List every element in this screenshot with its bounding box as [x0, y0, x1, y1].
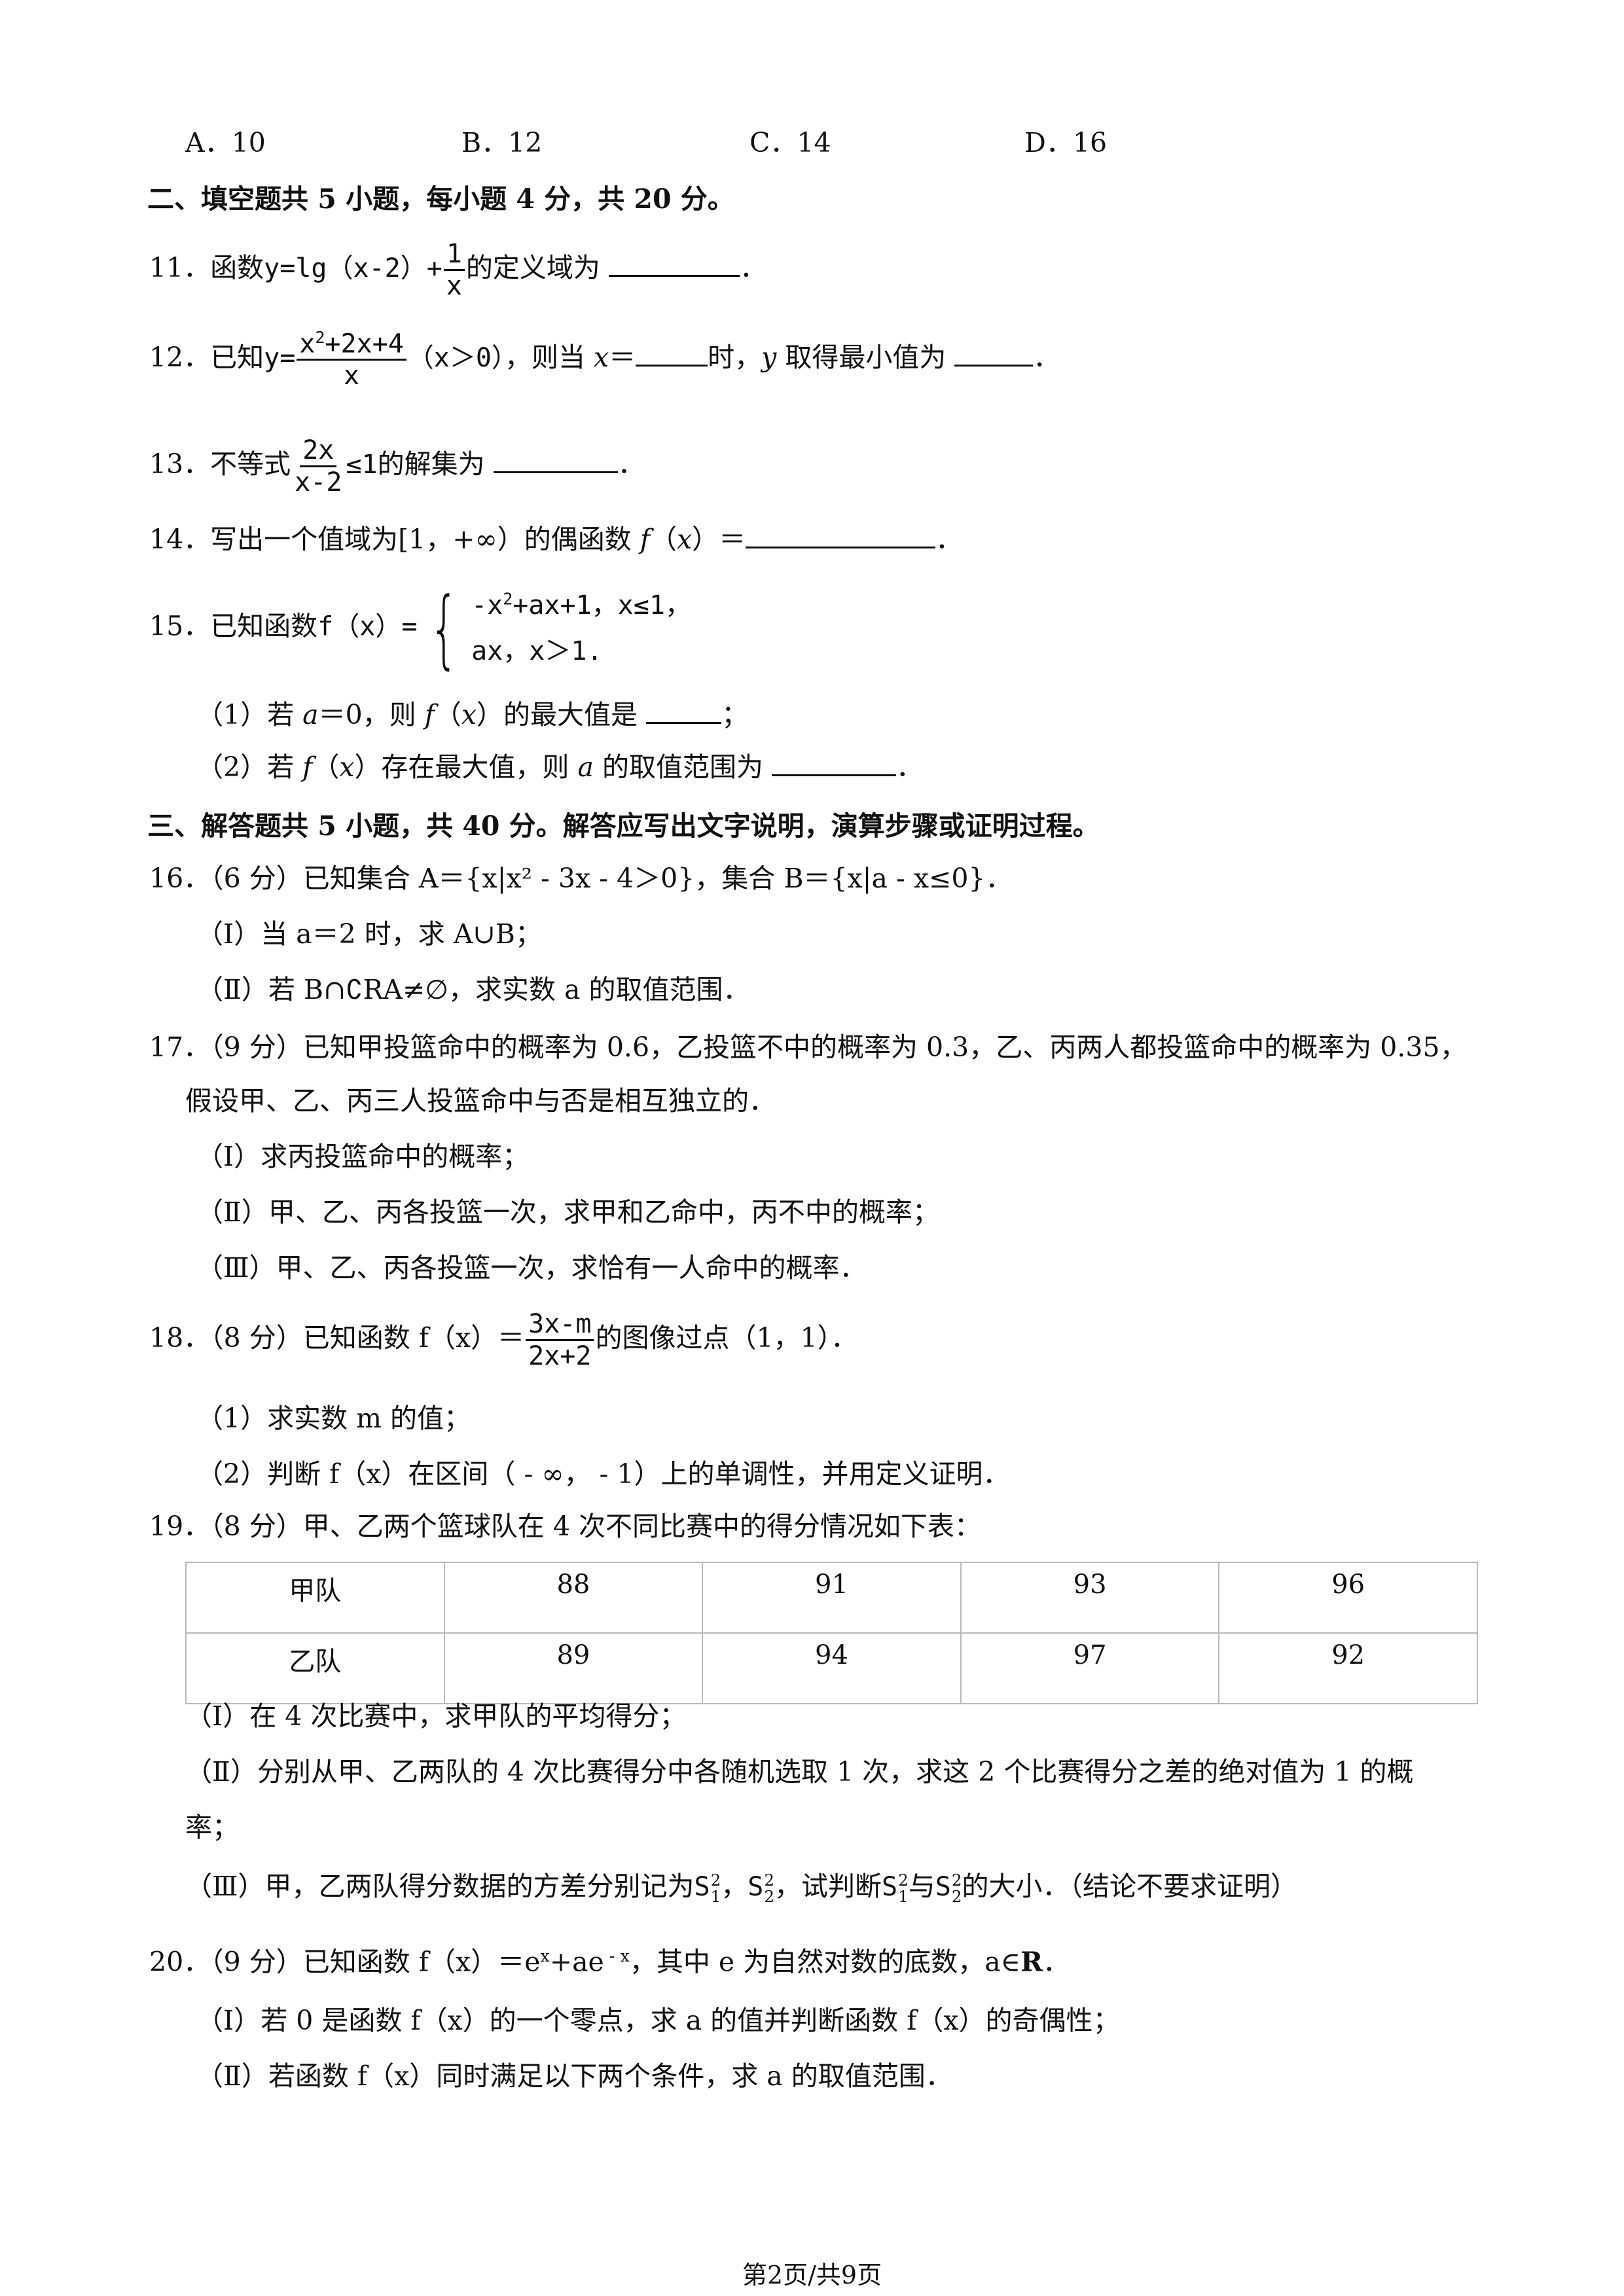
table-cell: 88 [443, 1562, 704, 1634]
q17-line1: 17．（9 分）已知甲投篮命中的概率为 0.6，乙投篮不中的概率为 0.3，乙、… [149, 1031, 1467, 1063]
table-row: 甲队 88 91 93 96 [185, 1562, 1478, 1634]
section2-title: 二、填空题共 5 小题，每小题 4 分，共 20 分。 [147, 183, 734, 215]
q15-sub1-blank [646, 719, 722, 724]
q10-option-c: C．14 [749, 127, 831, 158]
q16-part-i: （Ⅰ）当 a＝2 时，求 A∪B； [196, 918, 542, 950]
q20-part-ii: （Ⅱ）若函数 f（x）同时满足以下两个条件，求 a 的取值范围． [196, 2060, 952, 2092]
q14: 14．写出一个值域为[1，+∞）的偶函数 f（x）＝． [149, 524, 963, 555]
q17-part-ii: （Ⅱ）甲、乙、丙各投篮一次，求甲和乙命中，丙不中的概率； [196, 1196, 939, 1228]
page-footer: 第2页/共9页 [742, 2261, 882, 2289]
q12-blank-x [636, 362, 708, 367]
q10-option-b: B．12 [461, 127, 543, 158]
table-cell: 93 [960, 1562, 1220, 1634]
q20: 20．（9 分）已知函数 f（x）＝ex+ae - x，其中 e 为自然对数的底… [149, 1946, 1070, 1978]
q16-part-ii: （Ⅱ）若 B∩∁RA≠∅，求实数 a 的取值范围． [196, 974, 750, 1005]
table-cell: 91 [702, 1562, 962, 1634]
table-cell: 甲队 [185, 1562, 445, 1634]
table-cell: 96 [1218, 1562, 1478, 1634]
q17-part-i: （Ⅰ）求丙投篮命中的概率； [196, 1141, 530, 1172]
q18-sub2: （2）判断 f（x）在区间（ - ∞， - 1）上的单调性，并用定义证明． [196, 1458, 1010, 1490]
q11-answer-blank [608, 272, 740, 277]
q15: 15．已知函数f（x）={-x2+ax+1，x≤1，ax，x＞1. [149, 579, 691, 678]
section3-title: 三、解答题共 5 小题，共 40 分。解答应写出文字说明，演算步骤或证明过程。 [147, 810, 1100, 842]
table-cell: 89 [443, 1632, 704, 1704]
q17-part-iii: （Ⅲ）甲、乙、丙各投篮一次，求恰有一人命中的概率． [196, 1252, 867, 1283]
q19-part-i: （Ⅰ）在 4 次比赛中，求甲队的平均得分； [185, 1700, 687, 1732]
q20-part-i: （Ⅰ）若 0 是函数 f（x）的一个零点，求 a 的值并判断函数 f（x）的奇偶… [196, 2005, 1120, 2036]
q18-sub1: （1）求实数 m 的值； [196, 1403, 471, 1434]
q19-part-ii-line1: （Ⅱ）分别从甲、乙两队的 4 次比赛得分中各随机选取 1 次，求这 2 个比赛得… [185, 1756, 1414, 1787]
table-cell: 乙队 [185, 1632, 445, 1704]
q10-option-a: A．10 [185, 127, 266, 158]
q13-answer-blank [493, 469, 618, 473]
q10-option-d: D．16 [1024, 127, 1108, 158]
table-cell: 92 [1218, 1632, 1478, 1704]
q19: 19．（8 分）甲、乙两个篮球队在 4 次不同比赛中的得分情况如下表： [149, 1511, 981, 1542]
q17-line2: 假设甲、乙、丙三人投篮命中与否是相互独立的． [185, 1085, 776, 1117]
q15-sub2-blank [772, 772, 897, 776]
q14-answer-blank [746, 544, 936, 548]
table-row: 乙队 89 94 97 92 [185, 1632, 1478, 1704]
table-cell: 97 [960, 1632, 1220, 1704]
q12-blank-min [954, 362, 1034, 367]
score-table: 甲队 88 91 93 96 乙队 89 94 97 92 [185, 1562, 1478, 1704]
q15-sub1: （1）若 a＝0，则 f（x）的最大值是 ； [196, 699, 749, 730]
q16: 16．（6 分）已知集合 A＝{x|x² - 3x - 4＞0}，集合 B＝{x… [149, 863, 1013, 894]
table-cell: 94 [702, 1632, 962, 1704]
q19-part-ii-line2: 率； [185, 1812, 239, 1843]
q15-sub2: （2）若 f（x）存在最大值，则 a 的取值范围为 ． [196, 751, 924, 783]
